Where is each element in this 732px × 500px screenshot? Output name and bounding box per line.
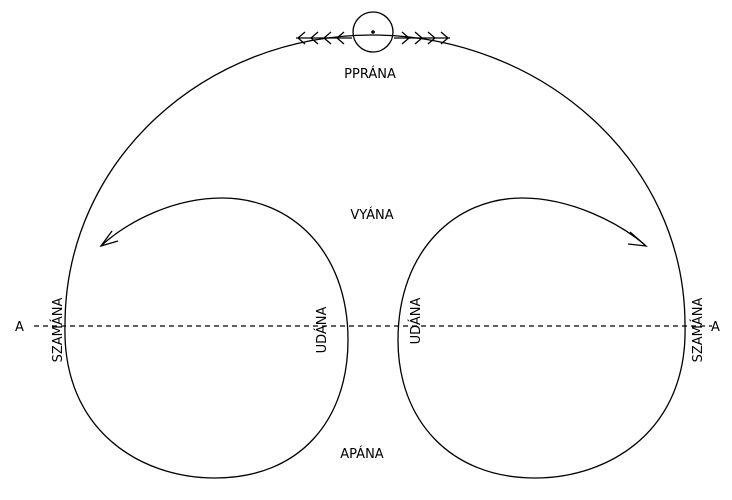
label-szamana-right: SZAMÁNA xyxy=(690,298,706,363)
right-loop xyxy=(397,197,686,479)
label-udana-right: UDÁNA xyxy=(408,297,424,344)
left-loop xyxy=(64,197,349,479)
label-axis-left: A xyxy=(15,320,24,335)
label-axis-right: A xyxy=(711,320,720,335)
top-circle xyxy=(352,11,394,53)
label-udana-left: UDÁNA xyxy=(314,306,330,353)
label-vyana: VYÁNA xyxy=(350,207,393,223)
outer-arc xyxy=(64,34,686,326)
label-szamana-left: SZAMÁNA xyxy=(50,298,66,363)
right-arrowhead xyxy=(627,231,648,247)
left-arrowhead xyxy=(99,230,119,248)
left-chevrons xyxy=(296,31,352,45)
label-apana: APÁNA xyxy=(340,446,384,462)
label-pprana: PPRÁNA xyxy=(344,66,396,82)
top-circle-dot xyxy=(371,30,375,34)
right-chevrons xyxy=(394,31,450,45)
